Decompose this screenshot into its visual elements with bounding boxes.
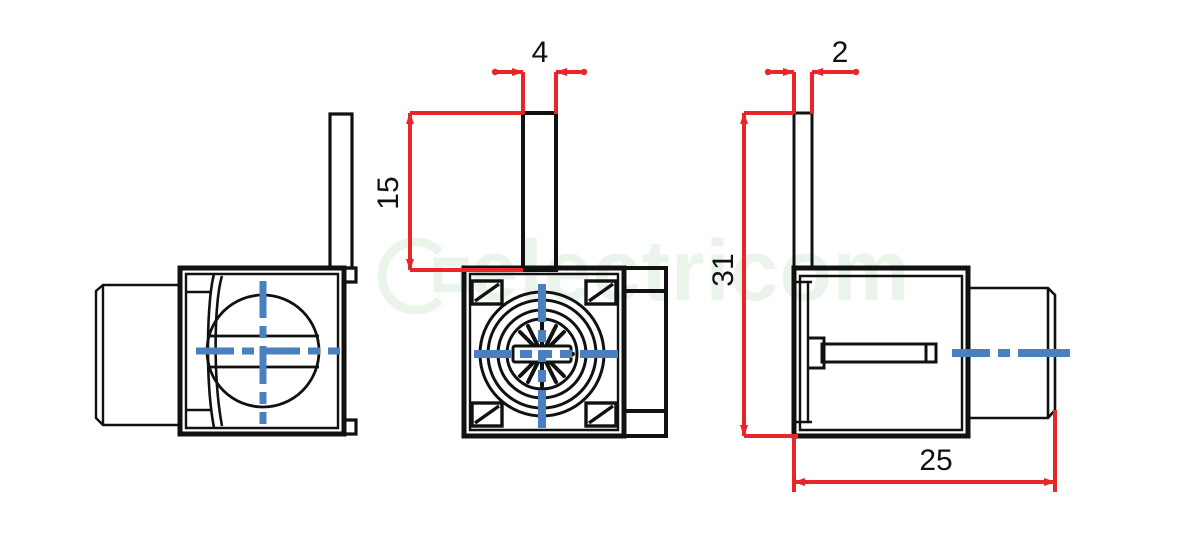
dimension-4: [491, 68, 588, 114]
dimension-31: [740, 111, 798, 438]
right-view-body-inner: [794, 274, 964, 432]
dim-15-label: 15: [372, 176, 405, 209]
left-view: [94, 112, 358, 437]
corner-pad-bottom-left: [470, 401, 504, 428]
right-view: [791, 111, 1070, 439]
dim-2-label: 2: [832, 36, 849, 69]
dimension-25: [792, 410, 1057, 492]
corner-pad-top-left: [470, 279, 504, 306]
dim-4-label: 4: [532, 36, 549, 69]
corner-pad-top-right: [584, 279, 618, 306]
front-view-centerlines: [474, 284, 618, 428]
left-view-body-inner: [184, 272, 340, 430]
left-view-flange-fin: [328, 112, 358, 436]
corner-pad-bottom-right: [584, 401, 618, 428]
front-view-body-inner: [468, 272, 620, 432]
front-view-side-block: [622, 266, 668, 438]
right-view-slot: [808, 336, 938, 370]
front-view: [461, 111, 668, 439]
right-view-body: [791, 265, 971, 439]
left-view-centerlines: [196, 281, 340, 424]
dimension-2: [764, 68, 860, 114]
dim-31-label: 31: [707, 253, 740, 286]
front-view-corner-pads: [470, 279, 618, 428]
dimension-15: [406, 111, 523, 272]
dim-25-label: 25: [919, 444, 952, 477]
